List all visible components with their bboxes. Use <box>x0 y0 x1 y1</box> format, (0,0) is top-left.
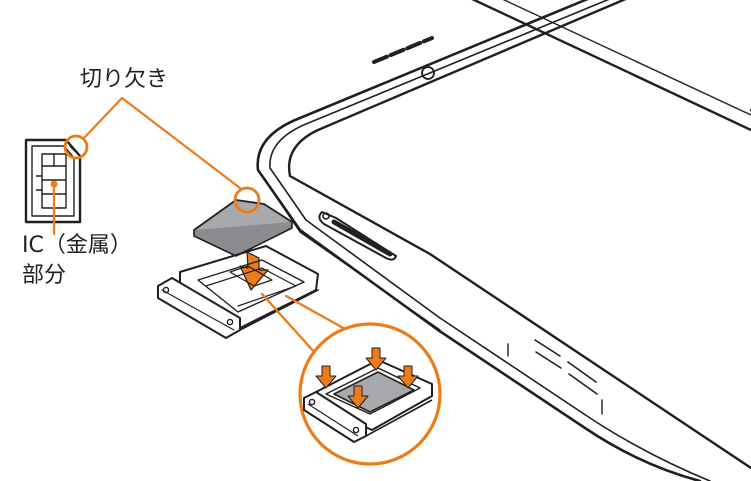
phone-rim <box>269 0 711 481</box>
tray-inner-step <box>205 267 297 307</box>
side-button-ticks <box>507 343 603 415</box>
tray-edge <box>239 289 319 331</box>
notch-highlight-sim <box>63 134 89 160</box>
tray-lip <box>157 277 241 339</box>
down-arrow-icon <box>315 365 337 389</box>
side-button-1 <box>534 339 562 369</box>
sim-slot-inner <box>331 219 393 257</box>
side-button-2 <box>567 361 598 395</box>
zoom-tray-opening <box>325 367 421 415</box>
phone-outer-edge <box>256 0 702 481</box>
sim-slot <box>318 211 397 261</box>
zoom-pin-hole-2 <box>352 426 360 434</box>
notch-highlight-card <box>233 186 261 214</box>
zoom-tray-edge <box>365 399 433 437</box>
speaker-grille <box>372 36 434 64</box>
sim-notch-mark <box>69 145 77 153</box>
down-arrow-icon <box>347 385 369 409</box>
notch-label: 切り欠き <box>80 67 169 92</box>
down-arrow-icon <box>365 347 387 371</box>
notch-callouts <box>50 96 261 236</box>
ic-metal-label: IC（金属） <box>22 233 132 258</box>
front-camera <box>421 66 435 80</box>
tray-pin-hole-2 <box>226 318 234 326</box>
tray-opening <box>197 259 305 313</box>
sim-tray <box>157 245 319 339</box>
press-arrows <box>315 347 419 409</box>
ic-leader-dot <box>50 180 58 188</box>
sim-card-inner-outline <box>31 145 75 217</box>
phone-top-frame-inner <box>502 0 751 116</box>
notch-leader-left <box>82 96 124 140</box>
sim-card-flat <box>193 199 293 257</box>
phone-top-frame <box>471 0 751 132</box>
zoom-tray-lip-line <box>307 403 359 437</box>
ic-part-label: 部分 <box>22 263 67 288</box>
zoom-connector-lines <box>260 292 356 356</box>
tray-lip-line <box>161 289 235 331</box>
tray-pin-hole <box>162 286 170 294</box>
phone-screen-edge <box>287 0 751 470</box>
down-arrow-icon <box>397 365 419 389</box>
notch-leader-right <box>120 96 242 190</box>
phone-side-line <box>261 175 441 331</box>
zoom-pin-hole <box>308 398 316 406</box>
zoom-callout <box>260 292 442 466</box>
sim-eject-hole <box>322 212 330 220</box>
phone-body <box>256 0 751 481</box>
tray-pocket <box>229 265 273 287</box>
